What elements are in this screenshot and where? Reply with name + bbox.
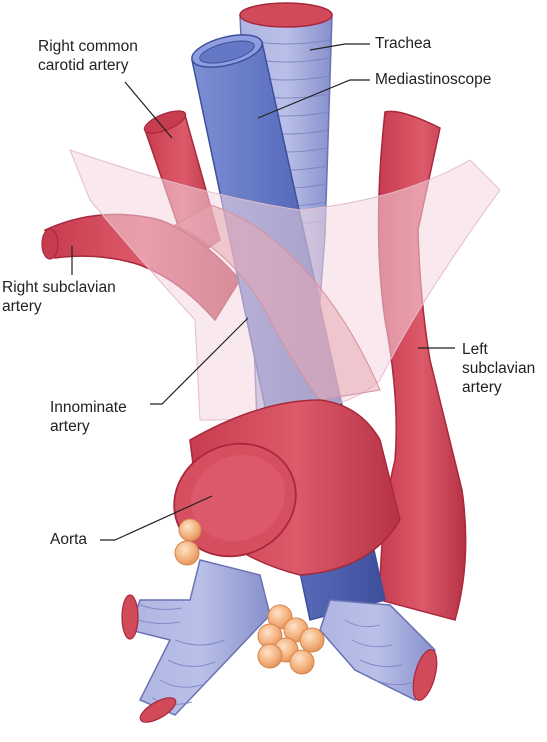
label-innominate-artery: Innominate artery [50,399,127,435]
innominate-artery [173,204,381,401]
aorta [173,399,401,576]
label-right-common-carotid-artery: Right common carotid artery [38,38,138,74]
bronchi [121,559,438,723]
label-mediastinoscope: Mediastinoscope [375,71,492,88]
label-right-subclavian-artery: Right subclavian artery [2,279,116,315]
leader-lines [71,43,455,541]
lymph-nodes [174,518,325,675]
label-trachea: Trachea [375,35,432,52]
label-left-subclavian-artery: Left subclavian artery [462,341,536,396]
label-aorta: Aorta [50,531,88,548]
